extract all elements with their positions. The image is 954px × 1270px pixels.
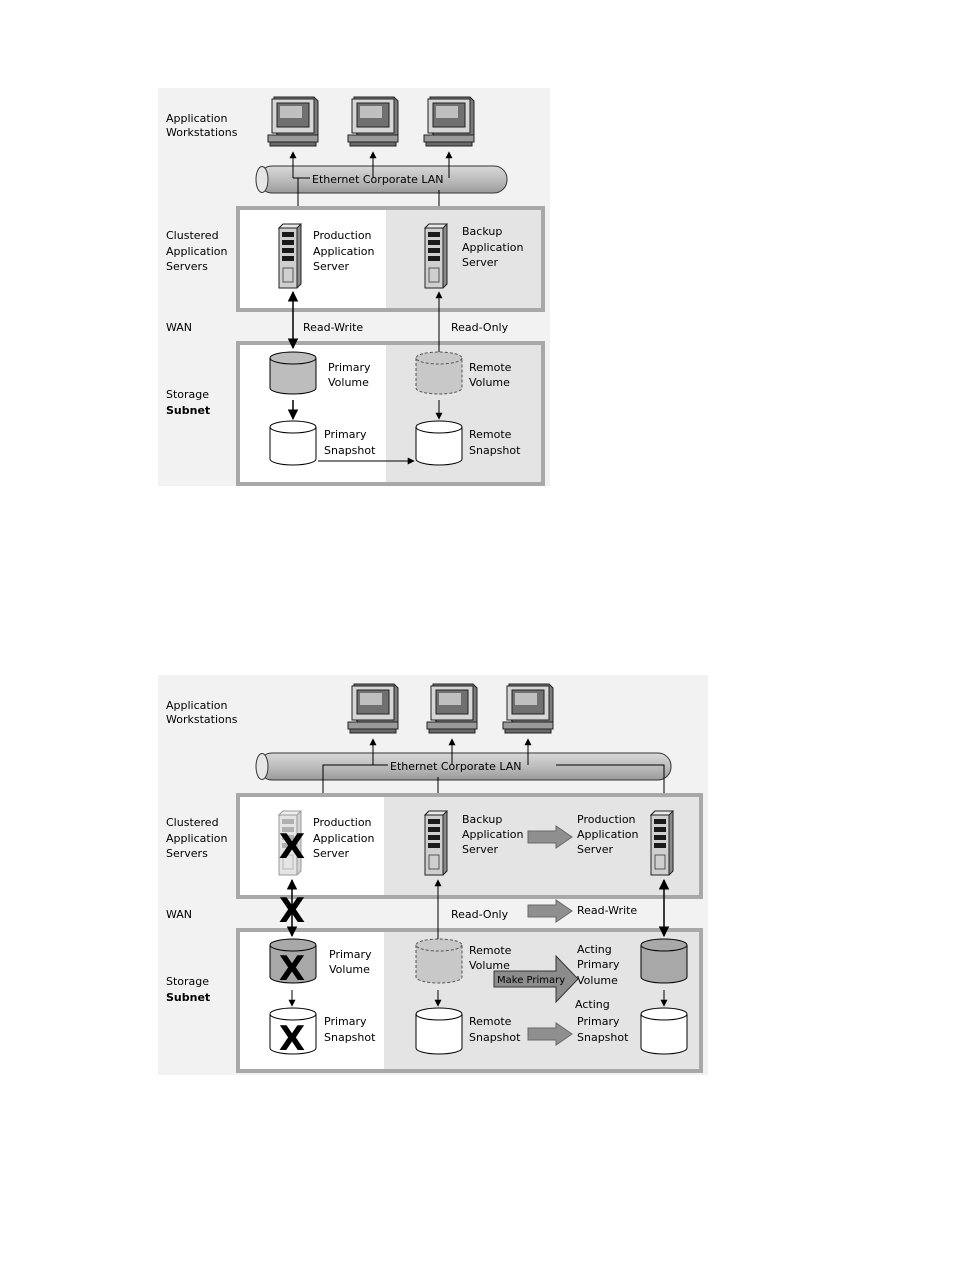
acting-primary-snapshot-icon — [640, 1007, 688, 1055]
tier-label-workstations-line2: Workstations — [166, 126, 238, 139]
tier-label-subnet: Subnet — [166, 991, 210, 1004]
backup-site-shade — [386, 210, 541, 308]
acting-primary-volume-label-line1: Acting — [577, 943, 612, 956]
acting-primary-snapshot-label-line1: Acting — [575, 998, 610, 1011]
wan-failure-x-mark: X — [279, 891, 305, 931]
backup-server-label-line3: Server — [462, 256, 499, 269]
workstation-icon — [267, 96, 319, 147]
primary-volume-label-line1: Primary — [329, 948, 372, 961]
remote-snapshot-label-line1: Remote — [469, 1015, 512, 1028]
remote-volume-icon — [415, 938, 463, 984]
primary-volume-label-line1: Primary — [328, 361, 371, 374]
production-server-label-line2: Application — [313, 245, 374, 258]
make-primary-arrow — [493, 954, 579, 1004]
remote-snapshot-label-line2: Snapshot — [469, 444, 521, 457]
production-server-label-line2: Application — [313, 832, 374, 845]
acting-primary-volume-label-line3: Volume — [577, 974, 618, 987]
lan-label: Ethernet Corporate LAN — [312, 173, 444, 186]
tier-label-storage: Storage — [166, 975, 209, 988]
failed-production-server-icon — [277, 810, 303, 876]
failure-x-mark: X — [279, 827, 305, 867]
workstation-icon — [347, 96, 399, 147]
remote-volume-icon — [415, 351, 463, 395]
tier-label-workstations-line1: Application — [166, 112, 227, 125]
remote-volume-label-line2: Volume — [469, 959, 510, 972]
tier-label-servers-line3: Servers — [166, 847, 208, 860]
tier-label-servers-line3: Servers — [166, 260, 208, 273]
backup-server-icon — [423, 223, 449, 289]
diagram-failover: Application Workstations Clustered Appli… — [158, 675, 708, 1075]
primary-volume-icon — [269, 351, 317, 395]
backup-server-icon — [423, 810, 449, 876]
production-server-label-line3: Server — [313, 260, 350, 273]
production-server-label-line3: Server — [313, 847, 350, 860]
failed-primary-volume-icon — [269, 938, 317, 984]
remote-snapshot-label-line2: Snapshot — [469, 1031, 521, 1044]
primary-snapshot-label-line2: Snapshot — [324, 444, 376, 457]
make-primary-label: Make Primary — [497, 975, 565, 986]
remote-volume-label-line1: Remote — [469, 361, 512, 374]
tier-label-storage: Storage — [166, 388, 209, 401]
transition-arrow — [527, 1022, 573, 1046]
read-write-label: Read-Write — [303, 321, 363, 334]
workstation-icon — [423, 96, 475, 147]
acting-primary-snapshot-label-line3: Snapshot — [577, 1031, 629, 1044]
new-production-server-label-line3: Server — [577, 843, 614, 856]
storage-connections — [287, 290, 443, 465]
failed-primary-snapshot-icon — [269, 1007, 317, 1055]
workstation-icon — [347, 683, 399, 734]
workstation-icon — [502, 683, 554, 734]
new-production-server-label-line1: Production — [577, 813, 636, 826]
transition-arrow — [527, 825, 573, 849]
remote-volume-label-line2: Volume — [469, 376, 510, 389]
tier-label-workstations-line2: Workstations — [166, 713, 238, 726]
tier-label-wan: WAN — [166, 321, 192, 334]
tier-label-workstations-line1: Application — [166, 699, 227, 712]
acting-primary-snapshot-label-line2: Primary — [577, 1015, 620, 1028]
remote-snapshot-icon — [415, 420, 463, 466]
storage-connections — [286, 878, 670, 1007]
tier-label-servers-line1: Clustered — [166, 816, 219, 829]
diagram-normal-operation: Application Workstations Clustered Appli… — [158, 88, 550, 486]
primary-volume-label-line2: Volume — [328, 376, 369, 389]
transition-arrow — [527, 899, 573, 923]
backup-server-label-line3: Server — [462, 843, 499, 856]
read-write-label: Read-Write — [577, 904, 637, 917]
tier-label-wan: WAN — [166, 908, 192, 921]
production-server-label-line1: Production — [313, 229, 372, 242]
backup-server-label-line1: Backup — [462, 813, 502, 826]
backup-server-label-line2: Application — [462, 828, 523, 841]
backup-server-label-line1: Backup — [462, 225, 502, 238]
read-only-label: Read-Only — [451, 908, 509, 921]
remote-snapshot-label-line1: Remote — [469, 428, 512, 441]
workstation-icon — [426, 683, 478, 734]
production-server-icon — [277, 223, 303, 289]
backup-server-label-line2: Application — [462, 241, 523, 254]
tier-label-subnet: Subnet — [166, 404, 210, 417]
new-production-server-icon — [649, 810, 675, 876]
lan-label: Ethernet Corporate LAN — [390, 760, 522, 773]
remote-snapshot-icon — [415, 1007, 463, 1055]
tier-label-servers-line2: Application — [166, 245, 227, 258]
ethernet-lan-pipe — [255, 165, 508, 194]
failure-x-mark: X — [279, 1019, 305, 1059]
primary-snapshot-label-line1: Primary — [324, 428, 367, 441]
acting-primary-volume-icon — [640, 938, 688, 984]
primary-volume-label-line2: Volume — [329, 963, 370, 976]
new-production-server-label-line2: Application — [577, 828, 638, 841]
ethernet-lan-pipe — [255, 752, 672, 781]
primary-snapshot-icon — [269, 420, 317, 466]
acting-primary-volume-label-line2: Primary — [577, 958, 620, 971]
primary-snapshot-label-line1: Primary — [324, 1015, 367, 1028]
failure-x-mark: X — [279, 949, 305, 989]
primary-snapshot-label-line2: Snapshot — [324, 1031, 376, 1044]
production-server-label-line1: Production — [313, 816, 372, 829]
tier-label-servers-line2: Application — [166, 832, 227, 845]
tier-label-servers-line1: Clustered — [166, 229, 219, 242]
remote-volume-label-line1: Remote — [469, 944, 512, 957]
read-only-label: Read-Only — [451, 321, 509, 334]
